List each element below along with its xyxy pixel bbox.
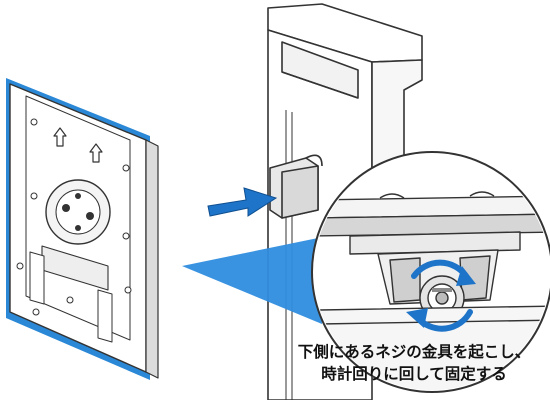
arrow-up-icon (53, 127, 103, 163)
detail-view (311, 151, 550, 393)
vesa-plate (6, 78, 159, 380)
arrow-right-icon (207, 187, 278, 217)
instruction-caption: 下側にあるネジの金具を起こし、 時計回りに回して固定する (278, 341, 550, 385)
callout-wedge (182, 238, 322, 324)
caption-line-1: 下側にあるネジの金具を起こし、 (297, 343, 531, 361)
caption-line-2: 時計回りに回して固定する (321, 365, 507, 383)
